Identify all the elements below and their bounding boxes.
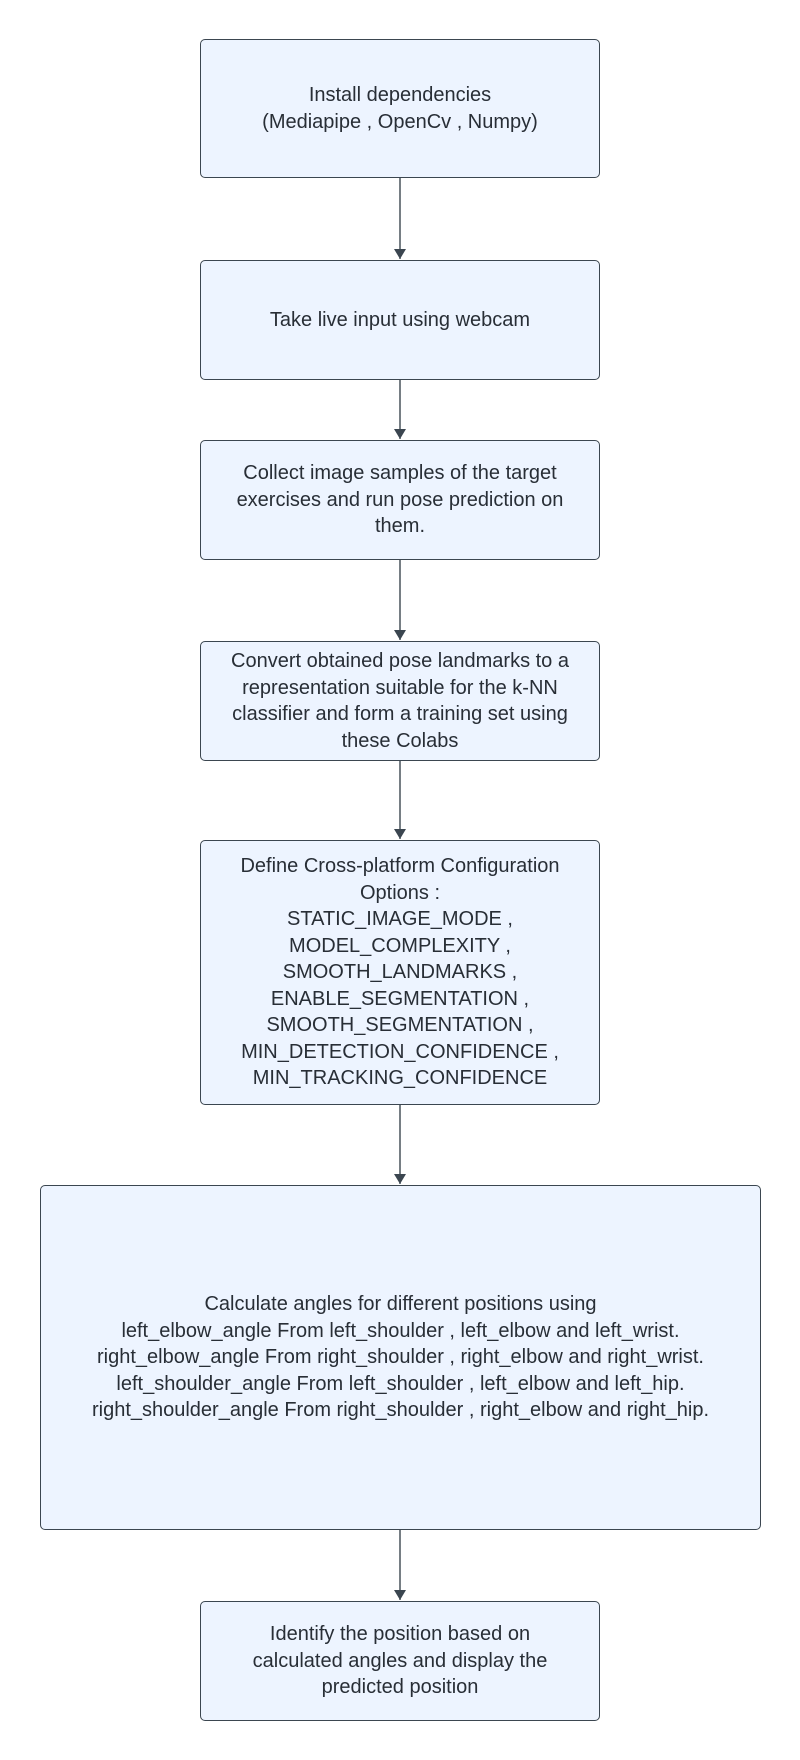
node-text-line: Collect image samples of the target [243,462,557,485]
node-text-line: predicted position [321,1676,479,1699]
node-text-line: ENABLE_SEGMENTATION , [270,987,530,1010]
node-text-line: representation suitable for the k-NN [242,676,558,699]
node-calculate-angles-text: Calculate angles for different positions… [92,1291,709,1424]
node-text-line: calculated angles and display the [252,1649,548,1672]
node-text-line: right_shoulder_angle From right_shoulder… [91,1399,710,1422]
node-text-line: STATIC_IMAGE_MODE , [287,908,513,931]
node-text-line: Take live input using webcam [269,308,531,331]
node-take-live-input: Take live input using webcam [200,260,600,380]
node-text-line: SMOOTH_SEGMENTATION , [266,1014,534,1037]
node-collect-samples: Collect image samples of the target exer… [200,440,600,560]
node-collect-samples-text: Collect image samples of the target exer… [237,460,564,540]
node-install-dependencies-text: Install dependencies (Mediapipe , OpenCv… [262,82,538,135]
node-text-line: Install dependencies [308,84,492,106]
node-define-configuration: Define Cross-platform Configuration Opti… [200,840,600,1105]
node-text-line: classifier and form a training set using [232,703,568,725]
node-text-line: MODEL_COMPLEXITY , [289,934,511,957]
node-text-line: Calculate angles for different positions… [204,1293,597,1316]
node-text-line: exercises and run pose prediction on [236,488,564,511]
node-identify-position: Identify the position based on calculate… [200,1601,600,1721]
node-calculate-angles: Calculate angles for different positions… [40,1185,761,1530]
node-identify-position-text: Identify the position based on calculate… [253,1621,548,1701]
node-text-line: right_elbow_angle From right_shoulder , … [96,1346,704,1369]
node-convert-landmarks: Convert obtained pose landmarks to a rep… [200,641,600,761]
node-text-line: (Mediapipe , OpenCv , Numpy) [262,110,538,133]
node-text-line: left_shoulder_angle From left_shoulder ,… [116,1372,685,1395]
node-text-line: Identify the position based on [269,1623,531,1646]
node-text-line: left_elbow_angle From left_shoulder , le… [121,1319,680,1342]
node-text-line: them. [374,515,426,538]
node-text-line: Convert obtained pose landmarks to a [231,650,569,672]
node-install-dependencies: Install dependencies (Mediapipe , OpenCv… [200,39,600,178]
node-define-configuration-text: Define Cross-platform Configuration Opti… [240,853,559,1092]
node-text-line: Options : [359,881,441,904]
node-text-line: Define Cross-platform Configuration [240,855,560,878]
node-convert-landmarks-text: Convert obtained pose landmarks to a rep… [231,648,569,754]
node-text-line: MIN_DETECTION_CONFIDENCE , [241,1040,559,1063]
node-text-line: these Colabs [341,729,459,752]
node-take-live-input-text: Take live input using webcam [270,307,530,334]
node-text-line: SMOOTH_LANDMARKS , [282,961,518,984]
node-text-line: MIN_TRACKING_CONFIDENCE [252,1067,548,1090]
